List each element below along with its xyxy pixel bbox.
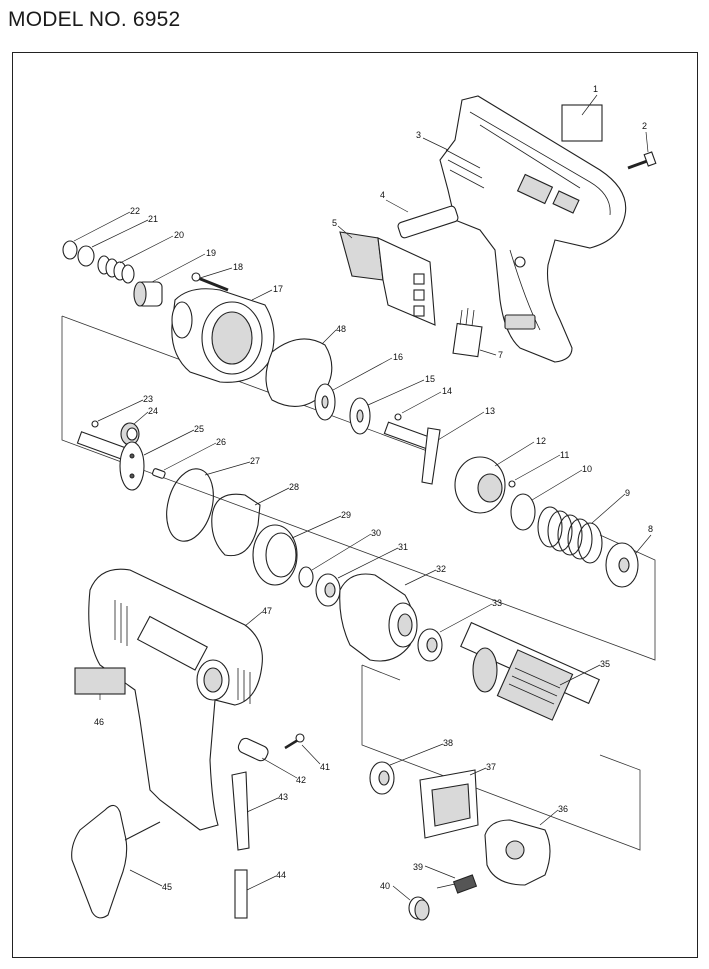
belt-hook-part	[71, 804, 161, 919]
ring-gear-part	[252, 524, 298, 586]
small-ball-part	[508, 480, 516, 488]
cam-part	[454, 456, 506, 514]
diagram-frame	[12, 52, 698, 958]
name-label-part	[74, 667, 126, 695]
clutch-ring-part	[211, 493, 261, 557]
callout-33: 33	[492, 598, 502, 608]
callout-17: 17	[273, 284, 283, 294]
callout-46: 46	[94, 717, 104, 727]
label-plate-part	[561, 104, 603, 142]
bearing-31-part	[315, 573, 341, 607]
sleeve-part	[133, 281, 163, 307]
cord-part	[234, 869, 248, 919]
screw-part	[627, 151, 657, 170]
callout-39: 39	[413, 862, 423, 872]
flat-washer-part	[298, 566, 314, 588]
retaining-ring-part	[62, 240, 78, 260]
compression-spring-part	[537, 506, 603, 564]
brush-holder-part	[484, 819, 551, 886]
o-ring-part	[510, 493, 536, 531]
callout-18: 18	[233, 262, 243, 272]
long-screw-part	[191, 272, 229, 292]
callout-36: 36	[558, 804, 568, 814]
brush-cap-part	[408, 896, 430, 921]
callout-15: 15	[425, 374, 435, 384]
bearing-33-part	[417, 628, 443, 662]
callout-28: 28	[289, 482, 299, 492]
carbon-brush-part	[436, 874, 478, 894]
callout-21: 21	[148, 214, 158, 224]
callout-47: 47	[262, 606, 272, 616]
callout-labels: 1 2 3 4 5 7 8 9 10 11 12 13 14 15 16 17	[73, 84, 653, 901]
ball-part	[91, 420, 99, 428]
callout-3: 3	[416, 130, 421, 140]
callout-23: 23	[143, 394, 153, 404]
callout-2: 2	[642, 121, 647, 131]
callout-42: 42	[296, 775, 306, 785]
callout-30: 30	[371, 528, 381, 538]
callout-45: 45	[162, 882, 172, 892]
housing-assembly-part	[88, 568, 263, 831]
callout-12: 12	[536, 436, 546, 446]
callout-40: 40	[380, 881, 390, 891]
ring-spring-part	[166, 468, 214, 542]
callout-22: 22	[130, 206, 140, 216]
callout-16: 16	[393, 352, 403, 362]
callout-27: 27	[250, 456, 260, 466]
large-washer-part	[605, 542, 639, 588]
switch-part	[339, 231, 436, 326]
bearing-box-part	[339, 573, 418, 662]
clamp-screw-part	[284, 733, 305, 750]
callout-19: 19	[206, 248, 216, 258]
callout-26: 26	[216, 437, 226, 447]
callout-11: 11	[560, 450, 569, 460]
callout-7: 7	[498, 350, 503, 360]
callout-4: 4	[380, 190, 385, 200]
callout-10: 10	[582, 464, 592, 474]
cord-clamp-part	[237, 737, 269, 762]
callout-48: 48	[336, 324, 346, 334]
callout-20: 20	[174, 230, 184, 240]
spindle-part	[383, 421, 441, 485]
callout-14: 14	[442, 386, 452, 396]
flanged-spindle-part	[76, 431, 145, 491]
callout-43: 43	[278, 792, 288, 802]
callout-1: 1	[593, 84, 598, 94]
callout-29: 29	[341, 510, 351, 520]
callout-35: 35	[600, 659, 610, 669]
callout-25: 25	[194, 424, 204, 434]
callout-37: 37	[486, 762, 496, 772]
callout-24: 24	[148, 406, 158, 416]
callout-9: 9	[625, 488, 630, 498]
ring-part	[77, 245, 95, 267]
callout-32: 32	[436, 564, 446, 574]
callout-41: 41	[320, 762, 330, 772]
pin-part	[152, 468, 166, 479]
washer-part	[314, 383, 336, 421]
field-part	[419, 769, 479, 839]
spring-part	[97, 255, 135, 284]
strain-relief-part	[231, 771, 250, 851]
callout-8: 8	[648, 524, 653, 534]
small-gear-part	[120, 422, 140, 446]
callout-44: 44	[276, 870, 286, 880]
capacitor-part	[452, 307, 483, 358]
steel-ball-part	[394, 413, 402, 421]
callout-13: 13	[485, 406, 495, 416]
bearing-38-part	[369, 761, 395, 795]
callout-38: 38	[443, 738, 453, 748]
thrust-washer-part	[349, 397, 371, 435]
callout-5: 5	[332, 218, 337, 228]
housing-half-part	[439, 95, 627, 363]
callout-31: 31	[398, 542, 408, 552]
gear-housing-part	[171, 288, 275, 383]
page-title: MODEL NO. 6952	[8, 8, 181, 31]
armature-part	[460, 621, 600, 721]
switch-lever-part	[397, 205, 459, 239]
